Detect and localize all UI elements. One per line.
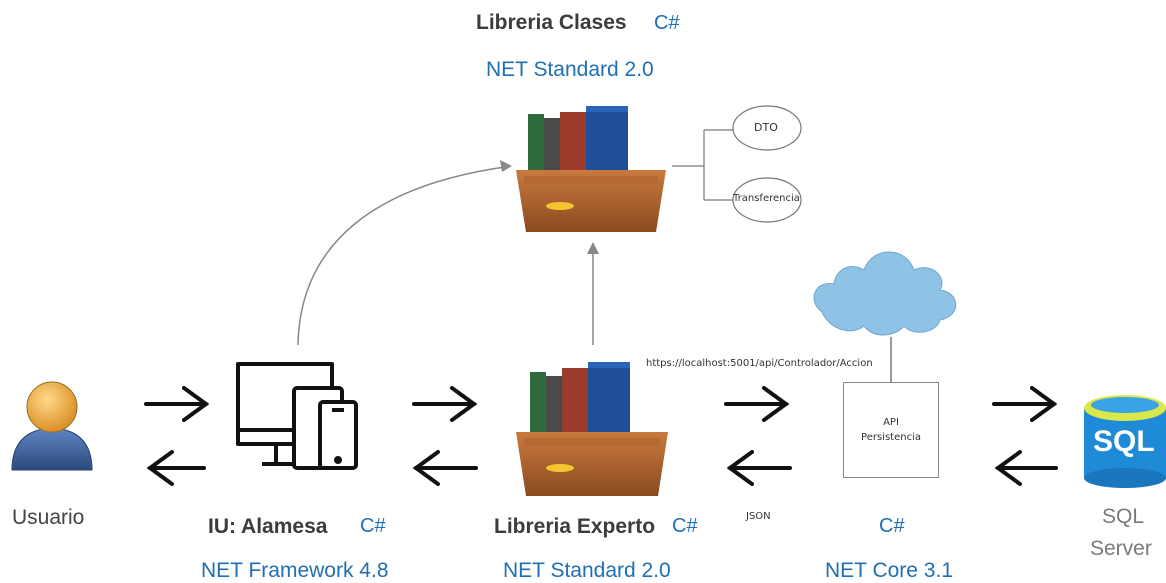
api-url-label: https://localhost:5001/api/Controlador/A… [646,358,873,369]
ui-title: IU: Alamesa [208,515,328,538]
ui-to-library-connector [297,166,506,346]
json-label: JSON [746,511,771,522]
sql-badge-label: SQL [1093,425,1155,458]
devices-icon [236,362,358,470]
expert-framework: NET Standard 2.0 [503,559,671,582]
top-library-lang: C# [654,12,680,34]
api-box-line2: Persistencia [861,432,921,443]
top-library-books-icon [516,106,666,232]
api-framework: NET Core 3.1 [825,559,953,582]
expert-api-arrows [724,386,792,486]
api-box-line1: API [883,417,899,428]
api-persistencia-box: API Persistencia [843,382,939,478]
transferencia-node [732,177,802,223]
user-label: Usuario [12,506,85,529]
expert-title: Libreria Experto [494,515,656,538]
expert-library-books-icon [516,362,668,496]
transferencia-label: Transferencia [733,193,800,204]
dto-label: DTO [754,121,778,134]
connector-arrowhead [500,160,512,172]
user-avatar-icon [11,381,93,471]
cloud-icon [813,251,957,336]
dto-node [732,105,802,151]
api-sql-arrows [992,386,1058,486]
top-library-title: Libreria Clases [476,11,627,34]
ui-expert-arrows [412,386,478,486]
sql-label-line1: SQL [1102,505,1145,528]
expert-lang: C# [672,515,698,537]
sql-database-icon [1084,395,1166,488]
class-bracket [672,129,738,201]
user-ui-arrows [144,386,210,486]
sql-label-line2: Server [1090,537,1152,560]
ui-lang: C# [360,515,386,537]
top-library-framework: NET Standard 2.0 [486,58,654,81]
ui-framework: NET Framework 4.8 [201,559,389,582]
api-lang: C# [879,515,905,537]
connector-arrowhead [587,242,599,254]
